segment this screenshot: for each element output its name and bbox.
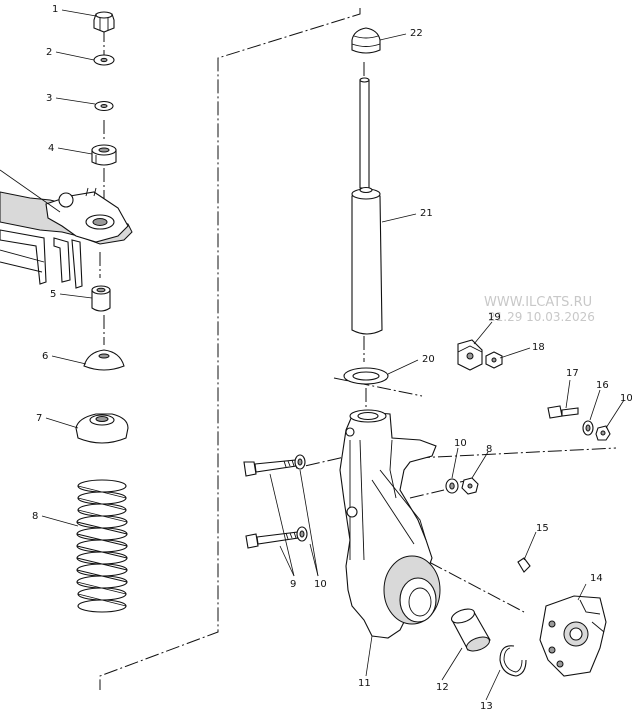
spring-seat-part-7 xyxy=(75,413,129,444)
callout-22: 22 xyxy=(410,28,423,39)
spacer-part-5 xyxy=(91,285,111,312)
callout-21: 21 xyxy=(420,208,433,219)
washer-part-16 xyxy=(582,420,594,436)
clip-bracket-part-19 xyxy=(457,339,483,371)
washer-part-2 xyxy=(93,54,115,66)
callout-16: 16 xyxy=(596,380,609,391)
upper-mount-bracket xyxy=(0,169,133,289)
nut-part-8 xyxy=(461,477,479,495)
watermark-timestamp: 21.29 10.03.2026 xyxy=(488,310,595,324)
callout-8-spring: 8 xyxy=(32,511,38,522)
bearing-part-12 xyxy=(450,608,491,652)
caliper-part-14 xyxy=(539,595,607,677)
callout-17: 17 xyxy=(566,368,579,379)
callout-13: 13 xyxy=(480,701,493,710)
watermark-site: WWW.ILCATS.RU xyxy=(484,295,592,310)
nut-part-10-right xyxy=(595,425,611,441)
bolt-part-17 xyxy=(547,405,579,419)
callout-12: 12 xyxy=(436,682,449,693)
nut-part-1 xyxy=(93,11,115,33)
callout-11: 11 xyxy=(358,678,371,689)
snap-ring-part-13 xyxy=(499,645,527,677)
ring-seal-part-20 xyxy=(343,367,389,385)
callout-9: 9 xyxy=(290,579,296,590)
callout-labels: 1 2 3 4 5 6 7 8 8 9 10 10 10 11 12 13 14… xyxy=(32,4,632,710)
callout-1: 1 xyxy=(52,4,58,15)
callout-3: 3 xyxy=(46,93,52,104)
nut-part-18 xyxy=(485,351,503,369)
shock-absorber-part-21 xyxy=(351,77,383,335)
coil-spring-part-8 xyxy=(76,479,128,613)
bolts-part-9 xyxy=(243,459,299,549)
callout-15: 15 xyxy=(536,523,549,534)
callout-8-nut: 8 xyxy=(486,444,492,455)
callout-19: 19 xyxy=(488,312,501,323)
washers-part-10-left xyxy=(294,454,308,542)
leader-lines xyxy=(41,9,625,701)
bump-stop-part-22 xyxy=(351,27,381,54)
bump-cup-part-6 xyxy=(83,349,125,371)
callout-5: 5 xyxy=(50,289,56,300)
callout-7: 7 xyxy=(36,413,42,424)
bushing-part-4 xyxy=(91,144,117,166)
callout-10-middle: 10 xyxy=(454,438,467,449)
callout-2: 2 xyxy=(46,47,52,58)
callout-10-left: 10 xyxy=(314,579,327,590)
callout-10-right: 10 xyxy=(620,393,632,404)
callout-14: 14 xyxy=(590,573,603,584)
callout-6: 6 xyxy=(42,351,48,362)
knuckle-part-11 xyxy=(339,409,441,639)
bleeder-part-15 xyxy=(517,557,531,573)
washer-part-3 xyxy=(94,100,114,112)
callout-4: 4 xyxy=(48,143,54,154)
washer-part-10-middle xyxy=(445,478,459,494)
callout-20: 20 xyxy=(422,354,435,365)
callout-18: 18 xyxy=(532,342,545,353)
